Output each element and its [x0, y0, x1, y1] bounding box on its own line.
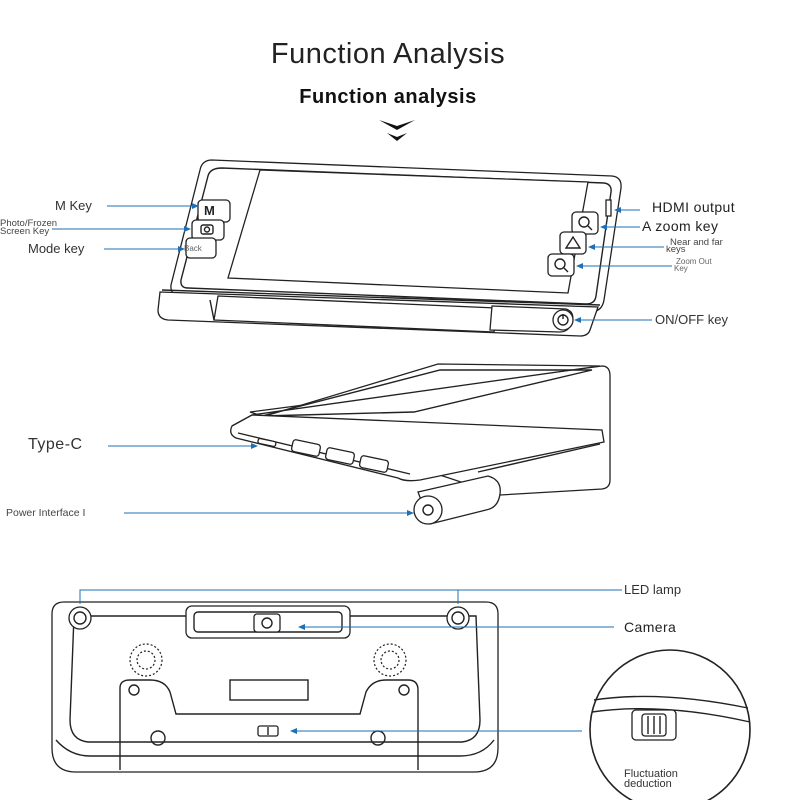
label-power-interface: Power Interface I: [6, 507, 86, 519]
label-camera: Camera: [624, 619, 677, 635]
label-hdmi: HDMI output: [652, 199, 735, 215]
zoom-out-icon: [554, 258, 569, 273]
label-photo-frozen-2: Screen Key: [0, 226, 50, 237]
type-c-port: [257, 437, 277, 448]
side-button-1[interactable]: [290, 439, 322, 457]
side-device: [230, 363, 611, 525]
label-mode-key: Mode key: [28, 241, 85, 256]
label-m-key: M Key: [55, 198, 92, 213]
label-fluctuation-2: deduction: [624, 778, 672, 790]
back-device: [51, 601, 499, 773]
near-far-button[interactable]: [559, 231, 587, 255]
page-subtitle: Function analysis: [299, 86, 477, 108]
chevron-down-icon: [379, 120, 415, 141]
speaker-left: [129, 643, 163, 677]
label-led-lamp: LED lamp: [624, 582, 682, 597]
triangle-icon: [564, 235, 582, 249]
label-on-off: ON/OFF key: [655, 312, 728, 327]
photo-key-button[interactable]: [191, 219, 225, 241]
hdmi-port: [605, 199, 612, 217]
label-fluctuation-1: Fluctuation: [624, 768, 678, 780]
zoom-out-button[interactable]: [547, 253, 575, 277]
label-zoom-in: A zoom key: [642, 218, 719, 234]
led-left: [68, 606, 92, 630]
zoom-in-icon: [578, 216, 593, 231]
m-key-glyph: M: [204, 203, 215, 218]
camera-icon: [200, 224, 214, 235]
side-button-3[interactable]: [358, 455, 390, 473]
label-zoom-out-1: Zoom Out: [676, 257, 712, 266]
led-right: [446, 606, 470, 630]
label-zoom-out-2: Key: [674, 264, 688, 273]
camera-lens-icon: [261, 617, 273, 629]
label-near-far-1: Near and far: [670, 237, 723, 248]
front-device: [157, 159, 622, 337]
back-key-button[interactable]: [185, 237, 217, 259]
label-near-far-2: keys: [666, 244, 686, 255]
speaker-right: [373, 643, 407, 677]
zoom-in-button[interactable]: [571, 211, 599, 235]
label-back: Back: [184, 244, 202, 253]
label-type-c: Type-C: [28, 436, 83, 453]
side-button-2[interactable]: [324, 447, 356, 465]
detail-zoom-circle: [589, 649, 751, 800]
label-photo-frozen-1: Photo/Frozen: [0, 218, 58, 229]
page-title: Function Analysis: [270, 38, 506, 70]
power-icon: [557, 314, 569, 326]
